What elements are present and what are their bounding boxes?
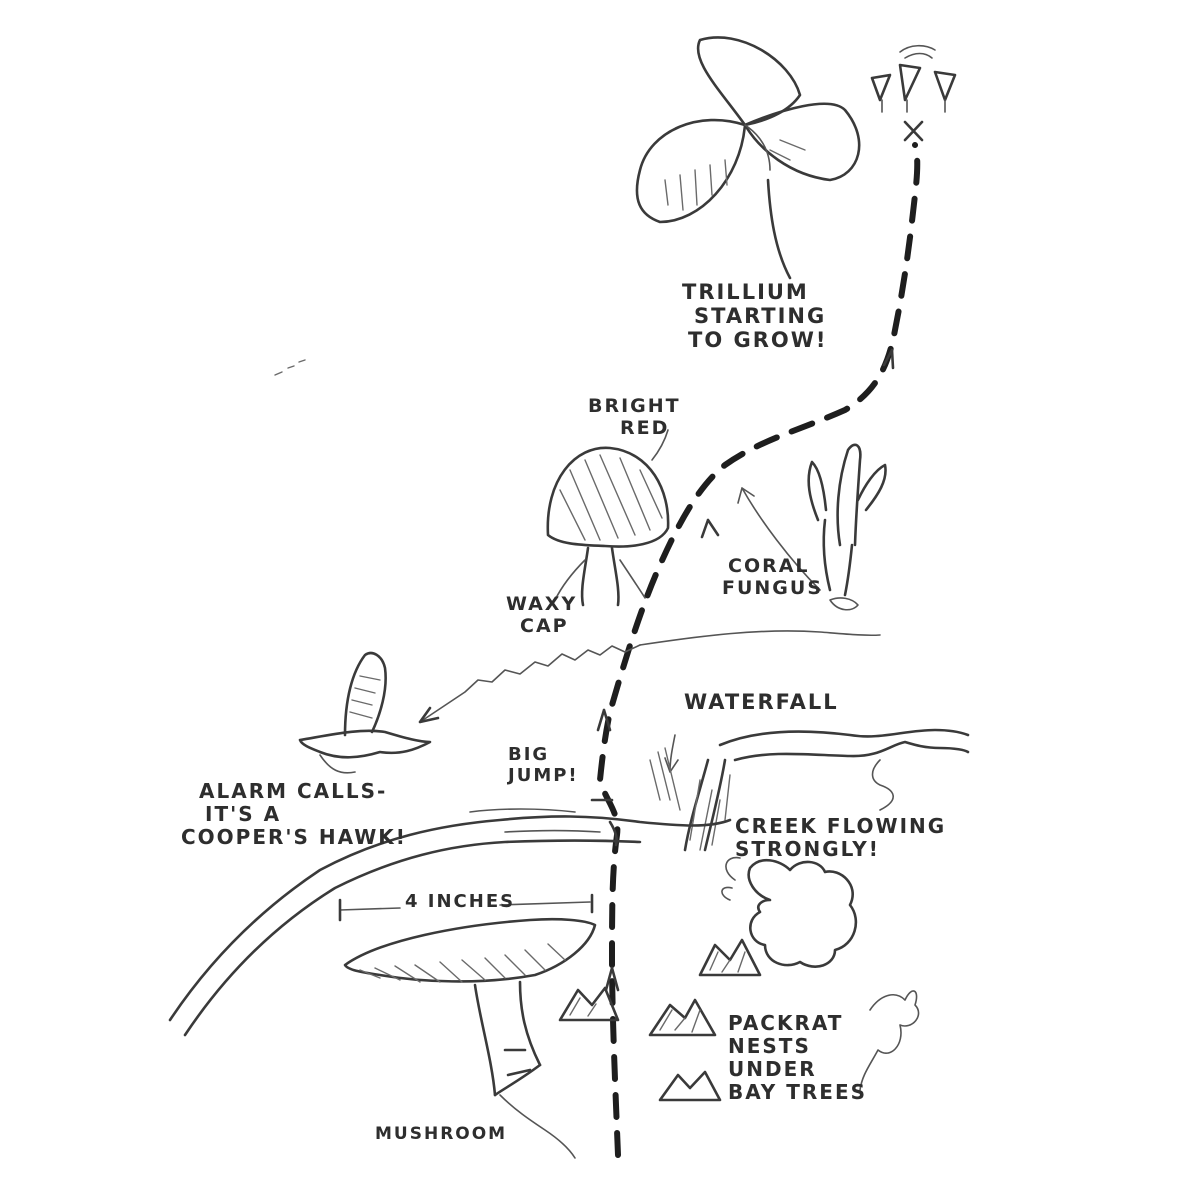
alarm-calls-label-line-1: ALARM CALLS- (199, 779, 388, 803)
trees-icon (870, 44, 957, 113)
bay-tree-icon (721, 856, 920, 1091)
alarm-call-line (419, 644, 641, 723)
waterfall-icon (649, 734, 731, 852)
packrat-label-line-4: BAY TREES (728, 1080, 868, 1104)
dimension-line (338, 893, 594, 922)
packrat-nest-icon (558, 938, 762, 1102)
creek-label-line-2: STRONGLY! (735, 837, 880, 861)
trail-end-x-icon (903, 120, 924, 142)
big-jump-label-line-2: JUMP! (508, 764, 579, 786)
four-inches-label-text: 4 INCHES (405, 891, 516, 912)
alarm-calls-label-line-3: COOPER'S HAWK! (181, 825, 407, 849)
trillium-label-line-2: STARTING (694, 304, 827, 329)
waxy-cap-label: WAXY CAP (506, 593, 578, 638)
waxy-cap-label-line-2: CAP (520, 614, 569, 637)
trillium-label: TRILLIUM STARTING TO GROW! (682, 280, 828, 352)
hawk-icon (298, 651, 432, 774)
mushroom-label: MUSHROOM (375, 1124, 508, 1145)
waxy-cap-label-line-1: WAXY (506, 593, 578, 615)
alarm-calls-label: ALARM CALLS- IT'S A COOPER'S HAWK! (181, 779, 407, 849)
big-jump-label: BIG JUMP! (508, 744, 579, 786)
waterfall-label: WATERFALL (684, 690, 839, 714)
packrat-label-line-3: UNDER (728, 1057, 817, 1081)
path-arrow-icon (596, 348, 895, 992)
bright-red-label-line-2: RED (620, 416, 670, 439)
creek-icon (168, 815, 732, 1022)
trillium-label-line-1: TRILLIUM (682, 280, 809, 304)
four-inches-label: 4 INCHES (405, 891, 516, 913)
bright-red-mushroom-icon (546, 429, 670, 607)
creek-upper (718, 728, 970, 747)
bright-red-label-line-1: BRIGHT (588, 395, 681, 417)
creek-label: CREEK FLOWING STRONGLY! (735, 815, 946, 861)
trail-path (596, 142, 921, 1158)
large-mushroom-icon (343, 917, 597, 1159)
mushroom-label-text: MUSHROOM (375, 1124, 508, 1144)
trillium-label-line-3: TO GROW! (688, 328, 828, 353)
coral-fungus-label-line-2: FUNGUS (722, 576, 824, 599)
coral-fungus-icon (737, 443, 887, 611)
trillium-icon (635, 36, 861, 280)
big-jump-label-line-1: BIG (508, 744, 550, 765)
alarm-calls-label-line-2: IT'S A (205, 802, 282, 826)
creek-label-line-1: CREEK FLOWING (735, 814, 947, 838)
packrat-label-line-2: NESTS (728, 1034, 811, 1058)
packrat-label: PACKRAT NESTS UNDER BAY TREES (728, 1012, 867, 1104)
ground-line (639, 630, 881, 646)
packrat-label-line-1: PACKRAT (728, 1011, 844, 1035)
coral-fungus-label: CORAL FUNGUS (722, 555, 824, 600)
coral-fungus-label-line-1: CORAL (728, 555, 810, 577)
waterfall-label-text: WATERFALL (684, 690, 839, 714)
bright-red-label: BRIGHT RED (588, 395, 681, 440)
